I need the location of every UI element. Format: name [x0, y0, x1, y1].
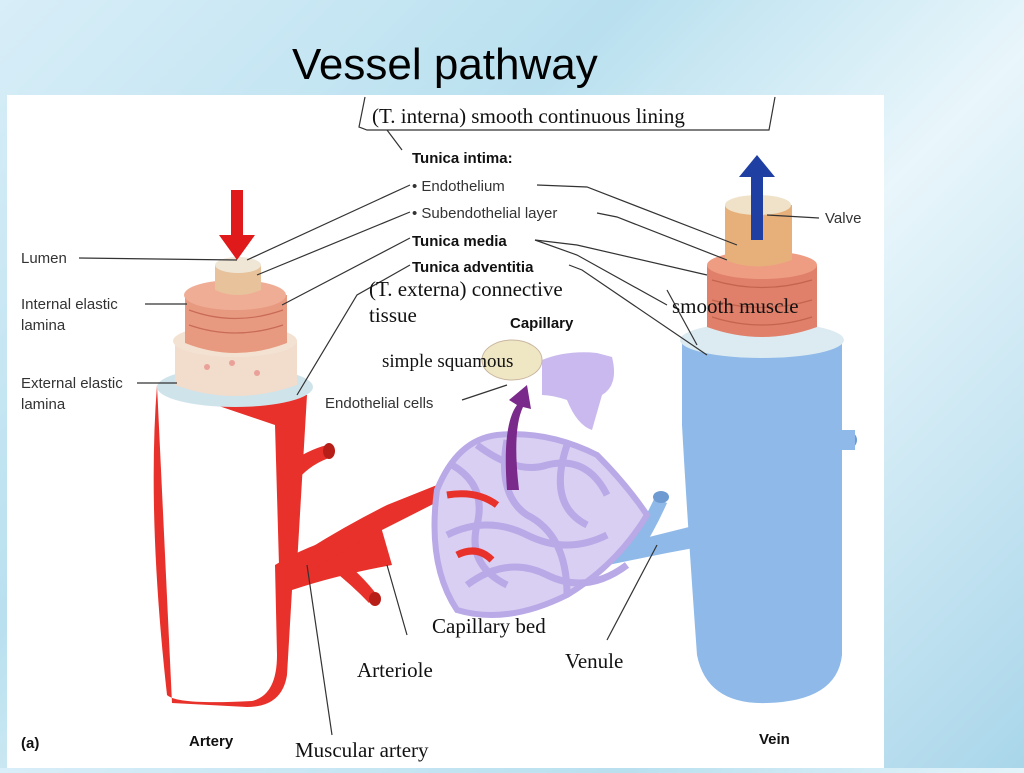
slide-title: Vessel pathway — [292, 40, 598, 89]
label-venule: Venule — [565, 649, 623, 673]
capillary-pointer-arrow — [505, 385, 531, 490]
label-subendothelial-layer: • Subendothelial layer — [412, 205, 557, 222]
diagram-panel: (T. interna) smooth continuous lining Tu… — [7, 95, 884, 768]
label-valve: Valve — [825, 210, 861, 227]
artery-illustration — [153, 257, 447, 707]
label-t-externa-line2: tissue — [369, 303, 417, 327]
label-vein: Vein — [759, 731, 790, 748]
label-smooth-muscle: smooth muscle — [672, 294, 799, 318]
label-internal-elastic-line1: Internal elastic — [21, 296, 118, 313]
label-artery: Artery — [189, 733, 234, 750]
label-endothelial-cells: Endothelial cells — [325, 395, 433, 412]
label-capillary-bed: Capillary bed — [432, 614, 546, 638]
label-t-externa-line1: (T. externa) connective — [369, 277, 563, 301]
label-t-interna: (T. interna) smooth continuous lining — [372, 104, 685, 128]
label-tunica-adventitia: Tunica adventitia — [412, 259, 534, 276]
label-simple-squamous: simple squamous — [382, 351, 513, 372]
vessel-diagram: (T. interna) smooth continuous lining Tu… — [21, 96, 861, 762]
label-muscular-artery: Muscular artery — [295, 738, 429, 762]
label-external-elastic-line1: External elastic — [21, 375, 123, 392]
label-tunica-media: Tunica media — [412, 233, 507, 250]
label-capillary: Capillary — [510, 315, 574, 332]
vein-illustration — [547, 195, 857, 704]
blood-flow-in-arrow — [219, 190, 255, 260]
blood-flow-out-arrow — [739, 155, 775, 240]
label-lumen: Lumen — [21, 250, 67, 267]
label-arteriole: Arteriole — [357, 658, 433, 682]
capillary-bed-illustration — [431, 431, 651, 618]
capillary-cross-section — [481, 339, 615, 430]
label-tunica-intima: Tunica intima: — [412, 150, 513, 167]
panel-letter: (a) — [21, 735, 39, 752]
label-external-elastic-line2: lamina — [21, 396, 66, 413]
leader-lines — [78, 99, 820, 736]
label-endothelium: • Endothelium — [412, 178, 505, 195]
callout-bracket — [358, 96, 776, 131]
label-internal-elastic-line2: lamina — [21, 317, 66, 334]
